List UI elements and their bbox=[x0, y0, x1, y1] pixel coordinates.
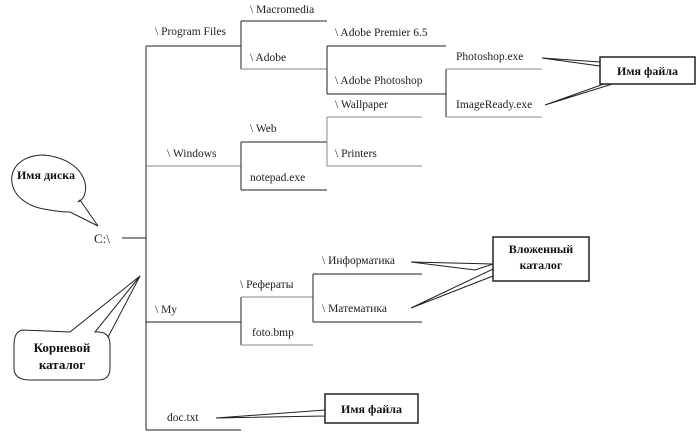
node-my: \ My bbox=[155, 304, 178, 316]
disk-name-bubble bbox=[11, 154, 99, 227]
file-name-pointer-1 bbox=[541, 57, 601, 67]
node-printers: \ Printers bbox=[335, 148, 377, 160]
root-drive-label: C:\ bbox=[94, 231, 110, 246]
file-name-box-top bbox=[599, 56, 696, 85]
root-dir-bubble bbox=[13, 275, 141, 381]
file-name-box-bottom bbox=[324, 393, 419, 424]
node-matematika: \ Математика bbox=[322, 303, 387, 315]
node-wallpaper: \ Wallpaper bbox=[335, 99, 388, 111]
node-notepad: notepad.exe bbox=[250, 172, 306, 184]
node-doc: doc.txt bbox=[167, 412, 199, 424]
node-informatika: \ Информатика bbox=[322, 255, 396, 267]
node-referaty: \ Рефераты bbox=[240, 279, 294, 291]
callout-file-name-bottom: Имя файла bbox=[341, 402, 402, 416]
nested-dir-box bbox=[492, 236, 590, 282]
node-program-files: \ Program Files bbox=[155, 26, 226, 38]
file-name-pointer-3 bbox=[215, 409, 326, 419]
node-windows: \ Windows bbox=[167, 148, 217, 160]
node-adobe: \ Adobe bbox=[250, 52, 287, 64]
node-macromedia: \ Macromedia bbox=[250, 4, 315, 16]
callout-root-dir: Корневой каталог bbox=[33, 340, 91, 372]
node-adobe-premier: \ Adobe Premier 6.5 bbox=[335, 27, 428, 39]
node-photoshop-exe: Photoshop.exe bbox=[456, 51, 524, 63]
callout-nested-dir: Вложенный каталог bbox=[508, 242, 574, 272]
node-web: \ Web bbox=[250, 123, 277, 135]
nested-dir-pointer-2 bbox=[410, 268, 494, 309]
node-imageready-exe: ImageReady.exe bbox=[456, 99, 533, 111]
callout-file-name-top: Имя файла bbox=[617, 64, 678, 78]
node-foto: foto.bmp bbox=[252, 327, 294, 339]
callout-disk-name: Имя диска bbox=[16, 168, 76, 182]
node-adobe-photoshop: \ Adobe Photoshop bbox=[335, 75, 423, 87]
nested-dir-pointer-1 bbox=[410, 261, 494, 271]
